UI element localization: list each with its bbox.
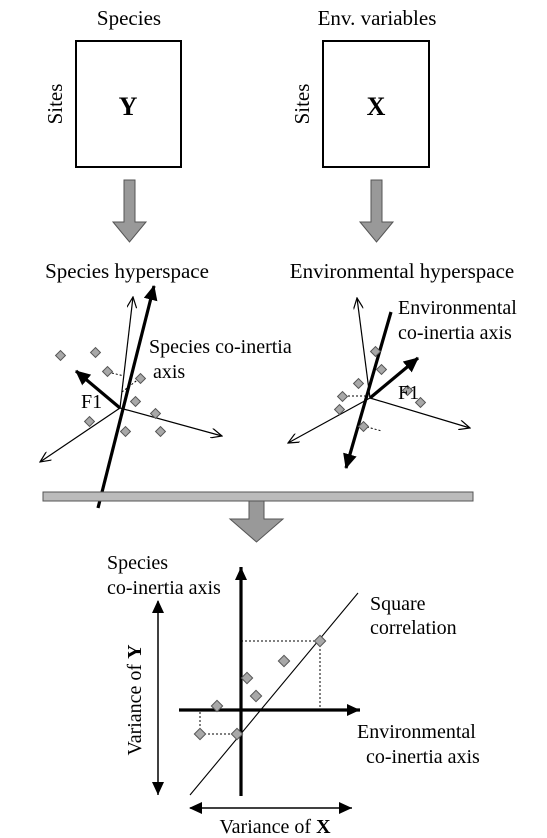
square-correlation-label-1: Square [370, 593, 426, 615]
down-arrow-left [111, 179, 148, 243]
variance-of-x-prefix: Variance of [219, 816, 316, 838]
co-inertia-point [313, 634, 327, 648]
species-point [154, 425, 167, 438]
species-point [134, 372, 147, 385]
down-arrow-right [358, 179, 395, 243]
sites-label-left: Sites [43, 84, 67, 125]
merge-bar [42, 491, 474, 502]
env-point [401, 384, 414, 397]
matrix-y-box [75, 40, 182, 168]
co-inertia-point [230, 727, 244, 741]
environmental-points [333, 345, 427, 433]
species-point [129, 395, 142, 408]
variance-of-y-symbol: Y [124, 644, 146, 659]
species-f1-label: F1 [81, 391, 102, 413]
environmental-hyperspace-plot [288, 298, 470, 469]
environmental-co-inertia-axis-label-1: Environmental [398, 297, 517, 319]
species-hyperspace-plot [40, 285, 222, 509]
co-inertia-point [277, 654, 291, 668]
environmental-co-inertia-axis-title-1: Environmental [357, 721, 476, 743]
env-point [369, 345, 382, 358]
co-inertia-point [240, 671, 254, 685]
environmental-f1-label: F1 [398, 382, 419, 404]
species-point [54, 349, 67, 362]
species-co-inertia-axis-title-2: co-inertia axis [107, 577, 221, 599]
env-point [333, 403, 346, 416]
env-point [352, 377, 365, 390]
env-point [357, 420, 370, 433]
environmental-co-inertia-axis-title-2: co-inertia axis [366, 746, 480, 768]
environmental-hyperspace-title: Environmental hyperspace [290, 259, 515, 283]
species-point [83, 415, 96, 428]
species-point [89, 346, 102, 359]
matrix-x-box [322, 40, 430, 168]
species-co-inertia-axis-label-1: Species co-inertia [149, 336, 292, 358]
env-point [414, 396, 427, 409]
variance-of-x-label: Variance of X [219, 816, 331, 838]
co-inertia-point [210, 699, 224, 713]
species-point [119, 425, 132, 438]
matrix-x-label: X [367, 92, 386, 121]
species-co-inertia-axis-title-1: Species [107, 552, 168, 574]
environmental-co-inertia-axis-label-2: co-inertia axis [398, 322, 512, 344]
sites-label-right: Sites [290, 84, 314, 125]
species-points [54, 346, 167, 438]
env-variables-title: Env. variables [318, 6, 437, 30]
co-inertia-plane [179, 567, 360, 796]
env-point [375, 363, 388, 376]
variance-of-y-label: Variance of Y [124, 644, 146, 756]
co-inertia-points [193, 634, 327, 741]
co-inertia-point [193, 727, 207, 741]
variance-of-y-prefix: Variance of [124, 659, 146, 756]
species-hyperspace-title: Species hyperspace [45, 259, 209, 283]
merge-down-arrow [228, 500, 285, 543]
env-point [336, 390, 349, 403]
matrix-y-label: Y [119, 92, 138, 121]
co-inertia-point [249, 689, 263, 703]
species-co-inertia-axis-label-2: axis [153, 361, 185, 383]
variance-of-x-symbol: X [316, 816, 331, 838]
species-point [101, 365, 114, 378]
species-title: Species [97, 6, 161, 30]
species-point [149, 407, 162, 420]
square-correlation-label-2: correlation [370, 617, 457, 639]
